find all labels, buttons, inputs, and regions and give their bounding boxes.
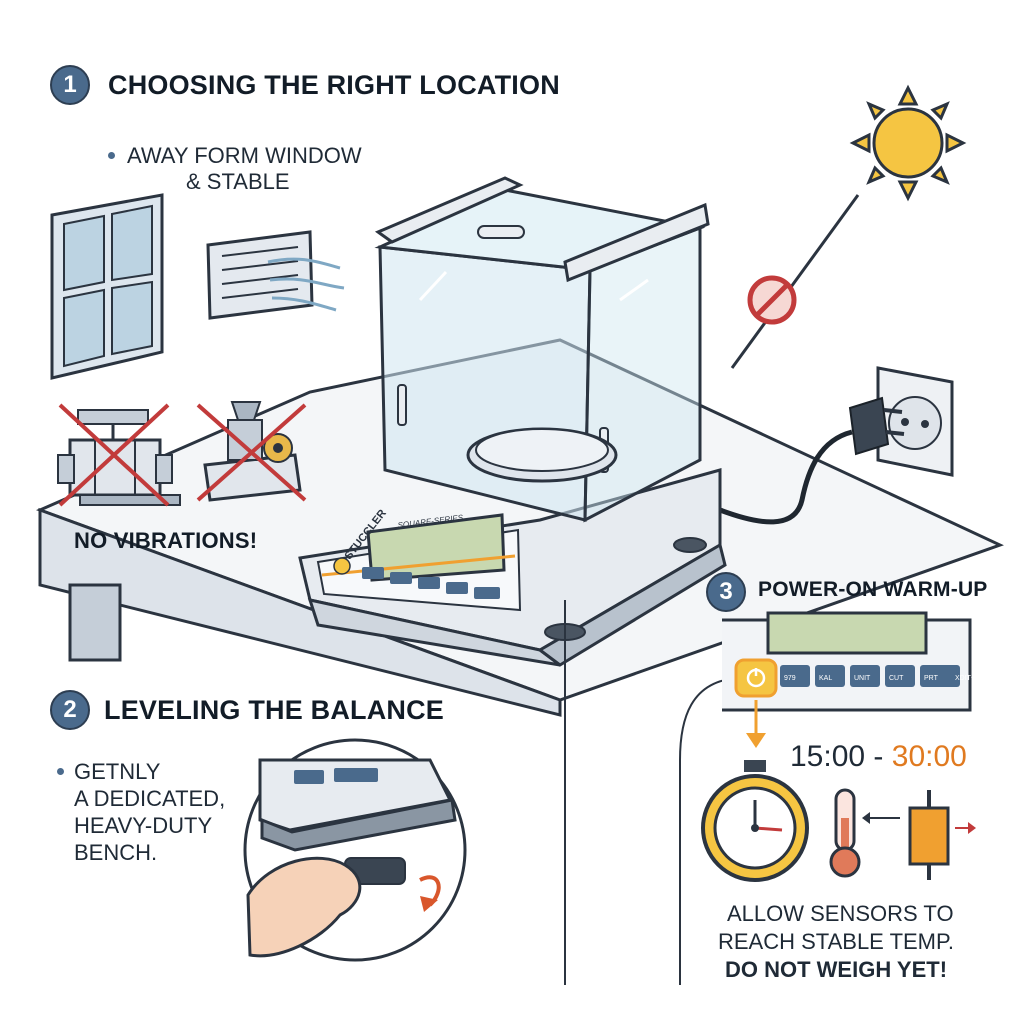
thermometer-icon bbox=[829, 788, 861, 878]
step-1-badge: 1 bbox=[50, 65, 90, 105]
panel-key-label: KAL bbox=[819, 675, 832, 682]
panel-key-label: UNIT bbox=[854, 675, 871, 682]
panel-key-label: XDIT< bbox=[955, 675, 975, 682]
arrow-down-icon bbox=[746, 700, 766, 748]
leveling-text-line-4: BENCH. bbox=[74, 840, 158, 865]
step-3-title: POWER-ON WARM-UP bbox=[758, 578, 988, 601]
motor-icon bbox=[203, 401, 302, 502]
analytical-balance bbox=[298, 176, 727, 667]
prohibit-cross-2 bbox=[196, 403, 307, 502]
no-sunlight-icon bbox=[747, 275, 797, 325]
machine-icon bbox=[57, 409, 181, 506]
leveling-closeup bbox=[243, 738, 467, 962]
warmup-time-end: 30:00 bbox=[891, 740, 967, 773]
air-vent-icon bbox=[206, 230, 345, 320]
sensor-icon bbox=[862, 790, 976, 880]
leveling-text-line-1: GETNLY bbox=[74, 759, 161, 784]
control-panel-closeup bbox=[722, 611, 972, 712]
step-2-title: LEVELING THE BALANCE bbox=[104, 695, 445, 725]
bullet-text-1: AWAY FORM WINDOW bbox=[127, 143, 362, 168]
stopwatch-icon bbox=[701, 760, 809, 882]
warmup-warning: DO NOT WEIGH YET! bbox=[725, 957, 948, 982]
leveling-text-line-2: A DEDICATED, bbox=[74, 786, 226, 811]
power-plug-icon bbox=[719, 396, 905, 525]
lab-bench bbox=[35, 338, 1004, 717]
warmup-time-range: 15:00 - 30:00 bbox=[790, 740, 967, 774]
panel-key-label: PRT bbox=[924, 675, 939, 682]
wall-socket-icon bbox=[876, 366, 954, 477]
bullet-dot-1 bbox=[108, 152, 115, 159]
panel-key-label: CUT bbox=[889, 675, 904, 682]
warmup-time-start: 15:00 bbox=[790, 740, 866, 773]
panel-key-label: 979 bbox=[784, 675, 796, 682]
warmup-note-line-1: ALLOW SENSORS TO bbox=[727, 901, 954, 926]
warmup-note-line-2: REACH STABLE TEMP. bbox=[718, 929, 954, 954]
window-icon bbox=[50, 193, 164, 380]
step-1-title: CHOOSING THE RIGHT LOCATION bbox=[108, 70, 560, 100]
sun-ray-line bbox=[730, 194, 860, 369]
leveling-text-line-3: HEAVY-DUTY bbox=[74, 813, 213, 838]
step-2-badge: 2 bbox=[50, 690, 90, 730]
warmup-time-separator: - bbox=[873, 740, 884, 773]
power-button-icon bbox=[734, 658, 778, 698]
bullet-text-1b: & STABLE bbox=[186, 169, 290, 194]
sun-icon bbox=[849, 84, 967, 202]
prohibit-cross-1 bbox=[58, 403, 170, 507]
no-vibrations-label: NO VIBRATIONS! bbox=[74, 528, 258, 553]
bullet-dot-2 bbox=[57, 768, 64, 775]
step-3-badge: 3 bbox=[706, 572, 746, 612]
